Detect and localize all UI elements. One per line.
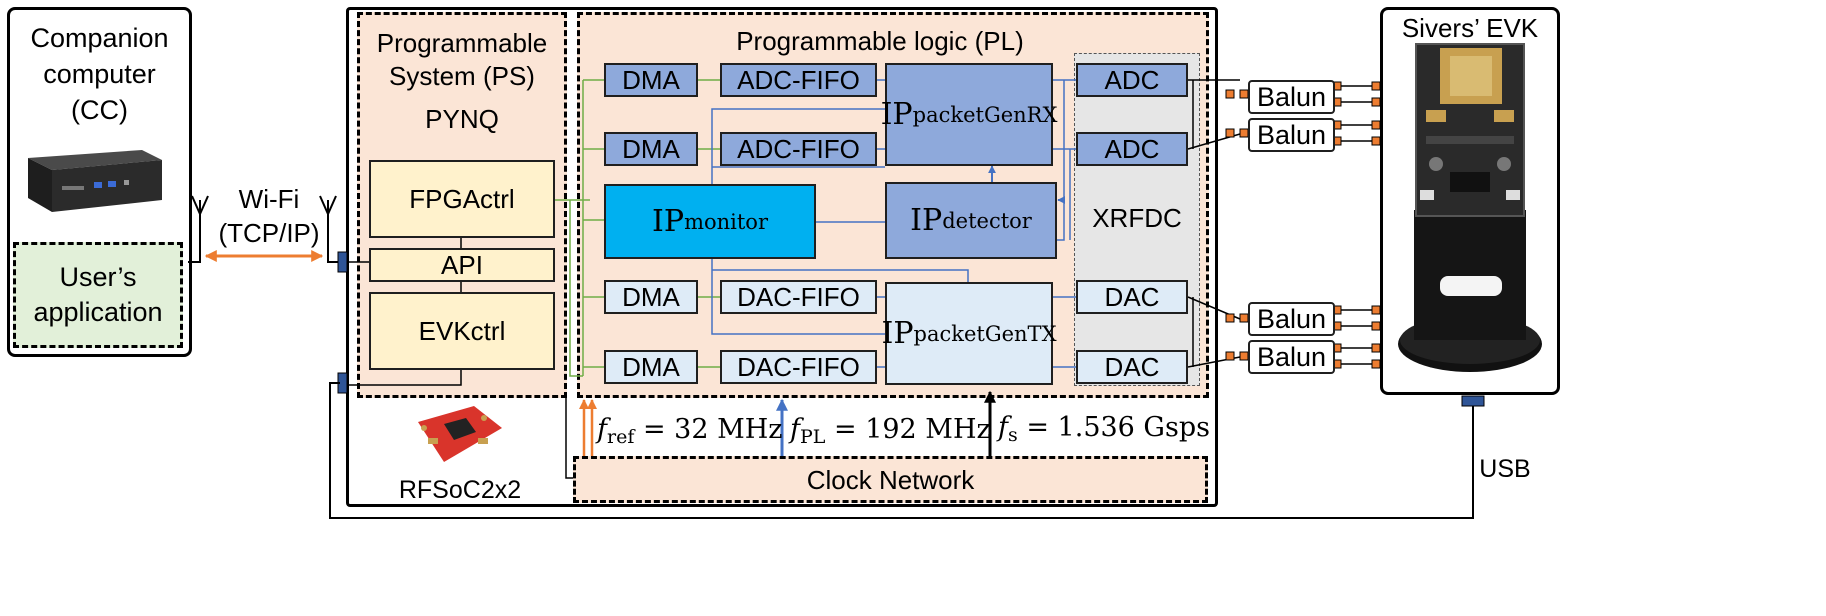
- cc-antenna-icon: [188, 195, 209, 263]
- clock-network-region: [573, 456, 1208, 503]
- evk-board-image: [1396, 40, 1546, 380]
- ip-packetgen-rx-prefix: IP: [880, 97, 913, 132]
- users-application-label: User’s application: [33, 262, 163, 327]
- dac-block-2: DAC: [1076, 350, 1188, 384]
- xrfdc-label: XRFDC: [1092, 203, 1182, 233]
- balun-2: Balun: [1248, 118, 1335, 152]
- ip-packetgen-tx-prefix: IP: [881, 316, 914, 351]
- ip-packetgen-tx-sub: packetGenTX: [913, 321, 1057, 346]
- balun-3: Balun: [1248, 302, 1335, 336]
- evkctrl-block: EVKctrl: [369, 292, 555, 370]
- ps-subtitle: PYNQ: [425, 104, 499, 134]
- f-pl-symbol: f: [790, 414, 800, 445]
- ps-title: Programmable System (PS): [376, 28, 548, 91]
- wifi-port: [337, 251, 348, 273]
- ip-monitor-sub: monitor: [684, 209, 768, 234]
- companion-computer-title: Companion computer (CC): [30, 23, 169, 125]
- dma-block-2: DMA: [604, 132, 698, 166]
- evk-title: Sivers’ EVK: [1401, 13, 1539, 43]
- dma-block-3: DMA: [604, 280, 698, 314]
- adc-block-2: ADC: [1076, 132, 1188, 166]
- f-s-subscript: s: [1008, 424, 1018, 446]
- balun-1: Balun: [1248, 80, 1335, 114]
- ip-detector-sub: detector: [942, 208, 1032, 233]
- f-ref-subscript: ref: [607, 426, 635, 448]
- f-ref-value: = 32 MHz: [634, 414, 783, 445]
- f-ref-symbol: f: [597, 414, 607, 445]
- ps-antenna-icon: [319, 195, 340, 263]
- f-s-value: = 1.536 Gsps: [1017, 412, 1210, 443]
- usb-port-evk: [1461, 395, 1485, 407]
- ip-detector-prefix: IP: [910, 203, 943, 238]
- adc-fifo-block-1: ADC-FIFO: [720, 63, 877, 97]
- api-block: API: [369, 248, 555, 282]
- dac-fifo-block-1: DAC-FIFO: [720, 280, 877, 314]
- f-pl-value: = 192 MHz: [825, 414, 991, 445]
- ip-packetgen-rx-sub: packetGenRX: [912, 102, 1058, 127]
- f-s-symbol: f: [998, 412, 1008, 443]
- pl-title: Programmable logic (PL): [736, 26, 1024, 56]
- users-application-box: [13, 242, 183, 348]
- dac-fifo-block-2: DAC-FIFO: [720, 350, 877, 384]
- dma-block-4: DMA: [604, 350, 698, 384]
- mini-pc-image: [22, 148, 164, 220]
- f-ref-label: fref = 32 MHz: [597, 414, 783, 448]
- clock-network-label: Clock Network: [806, 465, 975, 495]
- usb-cable: [329, 382, 1474, 519]
- ip-monitor-prefix: IP: [652, 204, 685, 239]
- rfsoc-board-label: RFSoC2x2: [398, 476, 522, 504]
- adc-block-1: ADC: [1076, 63, 1188, 97]
- f-pl-label: fPL = 192 MHz: [790, 414, 991, 448]
- fpgactrl-block: FPGActrl: [369, 160, 555, 238]
- wifi-label: Wi-Fi (TCP/IP): [218, 184, 320, 248]
- dac-block-1: DAC: [1076, 280, 1188, 314]
- dma-block-1: DMA: [604, 63, 698, 97]
- balun-4: Balun: [1248, 340, 1335, 374]
- rfsoc-board-image: [414, 404, 504, 466]
- usb-label: USB: [1479, 455, 1531, 483]
- f-s-label: fs = 1.536 Gsps: [998, 412, 1210, 446]
- adc-fifo-block-2: ADC-FIFO: [720, 132, 877, 166]
- xrfdc-region: [1074, 53, 1200, 386]
- f-pl-subscript: PL: [800, 426, 826, 448]
